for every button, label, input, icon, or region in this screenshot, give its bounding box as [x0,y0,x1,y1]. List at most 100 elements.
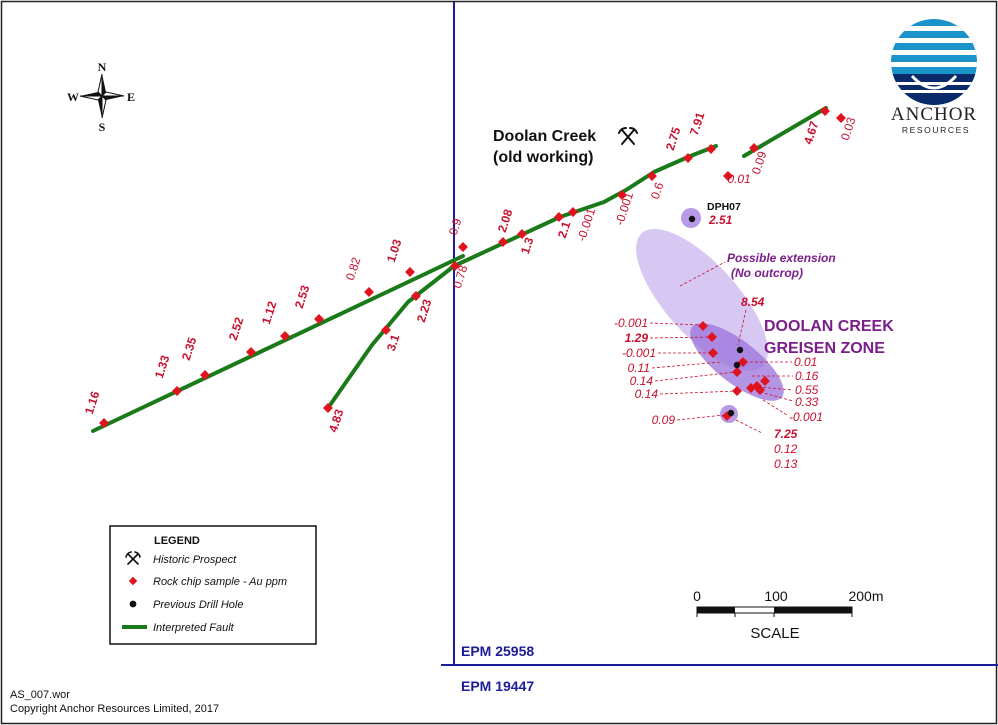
zone-sample-labels: -0.001 1.29 -0.001 0.11 0.14 0.14 8.54 0… [614,295,823,471]
sample-label: 2.35 [179,335,200,362]
sample-marker [498,237,508,247]
drill-hole-value: 2.51 [708,213,733,227]
fault-main [91,254,465,433]
logo-wordmark: ANCHOR [891,104,977,125]
sample-marker [706,144,716,154]
sample-marker [820,106,830,116]
sample-marker [314,314,324,324]
previous-drill-holes [688,215,744,417]
pick-axe-icon [125,551,141,565]
footer-copyright: Copyright Anchor Resources Limited, 2017 [10,703,219,715]
compass-east: E [127,90,135,104]
sample-label: 7.25 [774,427,798,441]
sample-marker [280,331,290,341]
sample-label: 7.91 [687,110,708,137]
drill-hole-name: DPH07 [707,201,741,213]
legend-title: LEGEND [154,535,200,547]
sample-label: 1.3 [518,235,537,256]
sample-label: 2.75 [663,125,684,152]
sample-marker [172,386,182,396]
sample-marker [246,347,256,357]
sample-marker [617,190,627,200]
tenement-boundaries [441,2,998,666]
sample-label: 2.53 [292,283,313,310]
sample-marker [732,367,742,377]
sample-marker [450,261,460,271]
prospect-subtitle: (old working) [493,149,593,166]
sample-marker [707,332,717,342]
sample-label: 1.29 [625,331,649,345]
sample-label: 0.14 [630,374,654,388]
sample-marker [647,171,657,181]
sample-label: 0.09 [749,149,770,176]
sample-marker [749,143,759,153]
sample-label: 0.55 [795,383,819,397]
tenement-label-north: EPM 25958 [461,643,534,659]
sample-label: 0.13 [774,457,798,471]
scale-label: SCALE [750,625,799,642]
sample-label: 0.12 [774,442,798,456]
compass-west: W [67,90,79,104]
scale-tick-100: 100 [764,588,788,604]
sample-label: 3.1 [384,332,403,353]
sample-marker [723,171,733,181]
sample-label: 2.08 [495,207,516,234]
sample-marker [698,321,708,331]
sample-marker [381,325,391,335]
sample-label: 4.83 [326,407,347,434]
legend-label-drillhole: Previous Drill Hole [153,599,243,611]
sample-marker [411,291,421,301]
pick-axe-icon [618,127,638,145]
legend-label-sample: Rock chip sample - Au ppm [153,576,287,588]
sample-marker [323,403,333,413]
anchor-resources-logo: ANCHOR RESOURCES [891,19,977,135]
drill-hole-marker [736,346,744,354]
sample-label: 1.33 [152,353,173,380]
zone-subtitle: GREISEN ZONE [764,340,885,357]
sample-label: 2.52 [226,315,247,342]
scale-tick-0: 0 [693,588,701,604]
drill-hole-marker [688,215,696,223]
sample-label: 8.54 [741,295,765,309]
scale-tick-200: 200m [848,588,883,604]
fault-branch [326,264,456,410]
sample-label: 0.78 [450,263,471,290]
sample-marker [364,287,374,297]
compass-south: S [99,120,106,134]
sample-marker [738,357,748,367]
sample-label: -0.001 [789,410,823,424]
sample-label: 0.03 [838,115,859,142]
sample-marker [568,207,578,217]
legend-box [109,525,317,645]
sample-label: 2.23 [414,297,435,324]
sample-label: 0.9 [446,216,465,237]
legend: LEGEND Historic Prospect Rock chip sampl… [109,525,317,645]
sample-label: -0.001 [614,316,648,330]
sample-label: 1.12 [259,299,280,326]
sample-label: -0.001 [622,346,656,360]
logo-subtitle: RESOURCES [902,125,970,135]
sample-label: 0.14 [635,387,659,401]
sample-label: 0.09 [652,413,676,427]
sample-label: 0.33 [795,395,819,409]
sample-label: 0.01 [794,355,817,369]
extension-label: Possible extension [727,251,836,265]
sample-marker [836,113,846,123]
black-dot-icon [129,600,137,608]
sample-label: 0.16 [795,369,819,383]
sample-label: 1.16 [82,389,103,416]
sample-marker [708,348,718,358]
sample-marker [200,370,210,380]
prospect-name: Doolan Creek [493,128,596,145]
sample-marker [760,376,770,386]
sample-marker [517,229,527,239]
sample-label: 4.67 [801,119,822,146]
sample-label: 0.6 [648,180,667,201]
compass-north: N [98,60,107,74]
sample-marker [554,212,564,222]
scale-bar: 0 100 200m SCALE [693,588,883,642]
extension-note: (No outcrop) [731,266,803,280]
sample-label: 0.01 [727,172,750,186]
tenement-label-south: EPM 19447 [461,678,534,694]
